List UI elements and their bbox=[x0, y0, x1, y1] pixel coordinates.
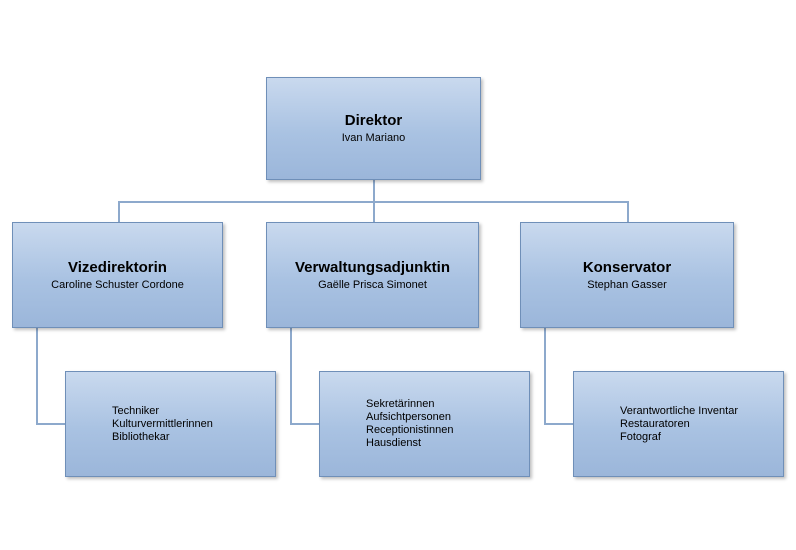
vizedirektorin-staff-list: Techniker Kulturvermittlerinnen Biblioth… bbox=[112, 405, 275, 444]
konservator-name: Stephan Gasser bbox=[587, 278, 667, 291]
director-title: Direktor bbox=[344, 112, 403, 129]
vizedirektorin-box: Vizedirektorin Caroline Schuster Cordone bbox=[12, 222, 223, 328]
staff-item: Aufsichtpersonen bbox=[366, 411, 451, 423]
director-box: Direktor Ivan Mariano bbox=[266, 77, 481, 180]
konservator-title: Konservator bbox=[582, 258, 672, 276]
verwaltungsadjunktin-staff-box: Sekretärinnen Aufsichtpersonen Reception… bbox=[319, 371, 530, 477]
connector-vize-staff-vertical bbox=[36, 328, 38, 425]
director-name: Ivan Mariano bbox=[341, 132, 406, 144]
staff-item: Verantwortliche Inventar bbox=[620, 404, 739, 417]
staff-item: Kulturvermittlerinnen bbox=[112, 417, 213, 430]
connector-konservator-staff-vertical bbox=[544, 328, 546, 425]
staff-item: Hausdienst bbox=[366, 437, 422, 449]
connector-to-verwaltungsadjunktin bbox=[373, 201, 375, 223]
verwaltungsadjunktin-title: Verwaltungsadjunktin bbox=[294, 258, 451, 276]
staff-item: Fotograf bbox=[620, 430, 661, 443]
vizedirektorin-staff-box: Techniker Kulturvermittlerinnen Biblioth… bbox=[65, 371, 276, 477]
verwaltungsadjunktin-staff-list: Sekretärinnen Aufsichtpersonen Reception… bbox=[366, 398, 529, 450]
connector-to-konservator bbox=[627, 201, 629, 223]
connector-vize-staff-horizontal bbox=[36, 423, 66, 425]
konservator-staff-list: Verantwortliche Inventar Restauratoren F… bbox=[620, 405, 783, 444]
vizedirektorin-title: Vizedirektorin bbox=[68, 258, 167, 276]
verwaltungsadjunktin-box: Verwaltungsadjunktin Gaëlle Prisca Simon… bbox=[266, 222, 479, 328]
connector-to-vizedirektorin bbox=[118, 201, 120, 223]
staff-item: Restauratoren bbox=[620, 417, 690, 430]
connector-konservator-staff-horizontal bbox=[544, 423, 574, 425]
konservator-staff-box: Verantwortliche Inventar Restauratoren F… bbox=[573, 371, 784, 477]
staff-item: Receptionistinnen bbox=[366, 424, 454, 436]
verwaltungsadjunktin-name: Gaëlle Prisca Simonet bbox=[318, 278, 427, 291]
konservator-box: Konservator Stephan Gasser bbox=[520, 222, 734, 328]
staff-item: Sekretärinnen bbox=[366, 398, 435, 410]
vizedirektorin-name: Caroline Schuster Cordone bbox=[51, 278, 184, 291]
staff-item: Techniker bbox=[112, 404, 160, 417]
staff-item: Bibliothekar bbox=[112, 430, 170, 443]
connector-director-down bbox=[373, 180, 375, 202]
connector-verwaltung-staff-vertical bbox=[290, 328, 292, 425]
connector-verwaltung-staff-horizontal bbox=[290, 423, 320, 425]
